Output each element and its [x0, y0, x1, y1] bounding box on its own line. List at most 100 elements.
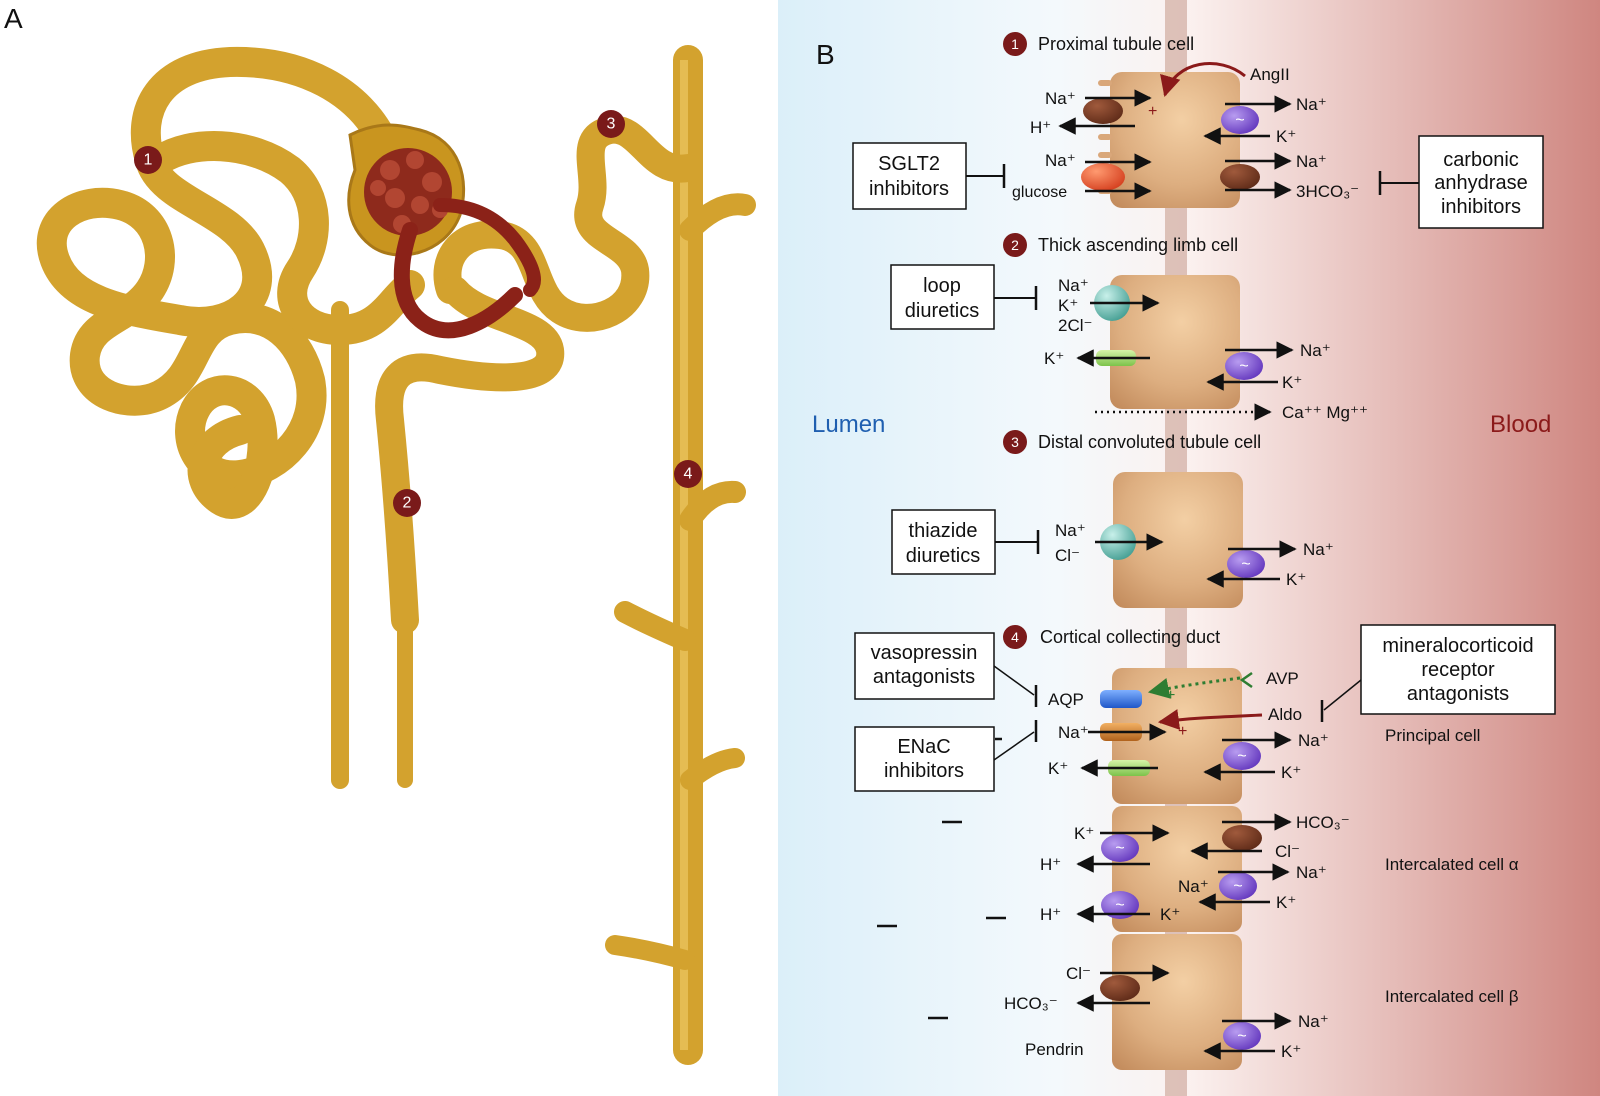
- proximal-cell: [1110, 72, 1240, 208]
- blood-label: Blood: [1490, 411, 1551, 438]
- svg-text:receptor: receptor: [1421, 659, 1495, 681]
- svg-text:glucose: glucose: [1012, 184, 1067, 201]
- svg-text:Ca⁺⁺ Mg⁺⁺: Ca⁺⁺ Mg⁺⁺: [1282, 403, 1368, 422]
- segment-dct: 3 Distal convoluted tubule cell Na⁺ Cl⁻ …: [891, 430, 1334, 608]
- marker-2: 2: [393, 489, 421, 517]
- panel-b-letter: B: [816, 39, 835, 70]
- svg-text:inhibitors: inhibitors: [1441, 196, 1521, 218]
- svg-text:K⁺: K⁺: [1281, 763, 1301, 782]
- collecting-duct: [605, 45, 756, 1065]
- svg-text:4: 4: [684, 466, 693, 483]
- segment-4-header: 4 Cortical collecting duct: [1003, 625, 1220, 649]
- segment-1-title: Proximal tubule cell: [1038, 34, 1194, 54]
- svg-text:K⁺: K⁺: [1044, 349, 1064, 368]
- distal-convoluted-tubule: [433, 115, 702, 332]
- principal-cell-label: Principal cell: [1385, 726, 1480, 745]
- svg-text:loop: loop: [923, 275, 961, 297]
- principal-cell: AQP Na⁺ K⁺ + AVP + Aldo ~: [1048, 668, 1480, 804]
- svg-text:~: ~: [1233, 878, 1242, 895]
- mineralocorticoid-receptor-antagonists-box: mineralocorticoid receptor antagonists: [1320, 624, 1556, 722]
- aqp2-channel: [1100, 690, 1142, 708]
- svg-text:~: ~: [1115, 897, 1124, 914]
- svg-text:ENaC: ENaC: [897, 736, 950, 758]
- nhe3-exchanger: [1083, 98, 1123, 124]
- svg-text:H⁺: H⁺: [1030, 118, 1051, 137]
- marker-3: 3: [597, 110, 625, 138]
- svg-text:K⁺: K⁺: [1160, 905, 1180, 924]
- svg-text:K⁺: K⁺: [1074, 824, 1094, 843]
- angii-label: AngII: [1250, 65, 1290, 84]
- svg-text:Na⁺: Na⁺: [1296, 152, 1327, 171]
- beta-cell-label: Intercalated cell β: [1385, 987, 1519, 1006]
- svg-text:vasopressin: vasopressin: [871, 642, 978, 664]
- svg-text:1: 1: [1011, 36, 1019, 52]
- svg-text:~: ~: [1237, 1028, 1246, 1045]
- svg-text:inhibitors: inhibitors: [884, 760, 964, 782]
- svg-text:Na⁺: Na⁺: [1296, 95, 1327, 114]
- svg-text:Na⁺: Na⁺: [1055, 521, 1086, 540]
- enac-inhibitors-box: ENaC inhibitors: [854, 720, 1038, 792]
- sglt2-transporter: [1081, 163, 1125, 191]
- tal-na-k-atpase: [1225, 352, 1263, 380]
- svg-text:diuretics: diuretics: [905, 300, 979, 322]
- svg-text:K⁺: K⁺: [1276, 893, 1296, 912]
- svg-text:Na⁺: Na⁺: [1178, 877, 1209, 896]
- svg-text:inhibitors: inhibitors: [869, 178, 949, 200]
- svg-text:Na⁺: Na⁺: [1296, 863, 1327, 882]
- svg-text:Na⁺: Na⁺: [1045, 89, 1076, 108]
- svg-text:AVP: AVP: [1266, 669, 1299, 688]
- marker-1: 1: [134, 146, 162, 174]
- svg-text:~: ~: [1115, 840, 1124, 857]
- svg-text:3HCO₃⁻: 3HCO₃⁻: [1296, 182, 1359, 201]
- vasopressin-antagonists-box: vasopressin antagonists: [854, 632, 1038, 707]
- svg-text:K⁺: K⁺: [1282, 373, 1302, 392]
- segment-4-title: Cortical collecting duct: [1040, 627, 1220, 647]
- svg-text:4: 4: [1011, 629, 1019, 645]
- svg-text:3: 3: [1011, 434, 1019, 450]
- svg-text:mineralocorticoid: mineralocorticoid: [1382, 635, 1533, 657]
- svg-text:Na⁺: Na⁺: [1298, 731, 1329, 750]
- svg-text:diuretics: diuretics: [906, 545, 980, 567]
- pendrin-exchanger: [1100, 975, 1140, 1001]
- segment-3-title: Distal convoluted tubule cell: [1038, 432, 1261, 452]
- segment-2-header: 2 Thick ascending limb cell: [1003, 233, 1238, 257]
- svg-text:~: ~: [1235, 112, 1244, 129]
- svg-text:+: +: [1178, 723, 1187, 740]
- loop-diuretics-box: loop diuretics: [890, 264, 1038, 330]
- svg-text:3: 3: [607, 116, 616, 133]
- svg-text:Aldo: Aldo: [1268, 705, 1302, 724]
- svg-text:Na⁺: Na⁺: [1058, 276, 1089, 295]
- alpha-cell-label: Intercalated cell α: [1385, 855, 1519, 874]
- svg-text:K⁺: K⁺: [1276, 127, 1296, 146]
- svg-text:HCO₃⁻: HCO₃⁻: [1004, 994, 1058, 1013]
- panel-a-letter: A: [4, 3, 23, 34]
- sglt2-inhibitors-box: SGLT2 inhibitors: [852, 142, 1006, 210]
- panel-b: B Lumen Blood 1 Proximal tubule cell Ang…: [778, 0, 1600, 1096]
- svg-text:1: 1: [144, 152, 153, 169]
- segment-proximal: 1 Proximal tubule cell AngII + Na⁺ H⁺: [852, 32, 1544, 229]
- segment-ccd: 4 Cortical collecting duct AQP Na⁺ K⁺ + …: [854, 624, 1556, 1070]
- svg-text:Na⁺: Na⁺: [1045, 151, 1076, 170]
- lumen-charge-marks: [877, 737, 1006, 1020]
- svg-text:thiazide: thiazide: [909, 520, 978, 542]
- svg-text:K⁺: K⁺: [1048, 759, 1068, 778]
- svg-text:carbonic: carbonic: [1443, 149, 1519, 171]
- svg-text:Cl⁻: Cl⁻: [1055, 546, 1080, 565]
- svg-text:Na⁺: Na⁺: [1058, 723, 1089, 742]
- pendrin-label: Pendrin: [1025, 1040, 1084, 1059]
- svg-text:K⁺: K⁺: [1058, 296, 1078, 315]
- thiazide-diuretics-box: thiazide diuretics: [891, 509, 1040, 575]
- svg-text:Cl⁻: Cl⁻: [1066, 964, 1091, 983]
- svg-text:Na⁺: Na⁺: [1300, 341, 1331, 360]
- svg-text:Na⁺: Na⁺: [1298, 1012, 1329, 1031]
- svg-text:~: ~: [1237, 748, 1246, 765]
- dct-na-k-atpase: [1227, 550, 1265, 578]
- carbonic-anhydrase-inhibitors-box: carbonic anhydrase inhibitors: [1378, 135, 1544, 229]
- svg-text:HCO₃⁻: HCO₃⁻: [1296, 813, 1350, 832]
- lumen-label: Lumen: [812, 411, 885, 438]
- marker-4: 4: [674, 460, 702, 488]
- svg-text:H⁺: H⁺: [1040, 855, 1061, 874]
- svg-text:H⁺: H⁺: [1040, 905, 1061, 924]
- svg-text:K⁺: K⁺: [1286, 570, 1306, 589]
